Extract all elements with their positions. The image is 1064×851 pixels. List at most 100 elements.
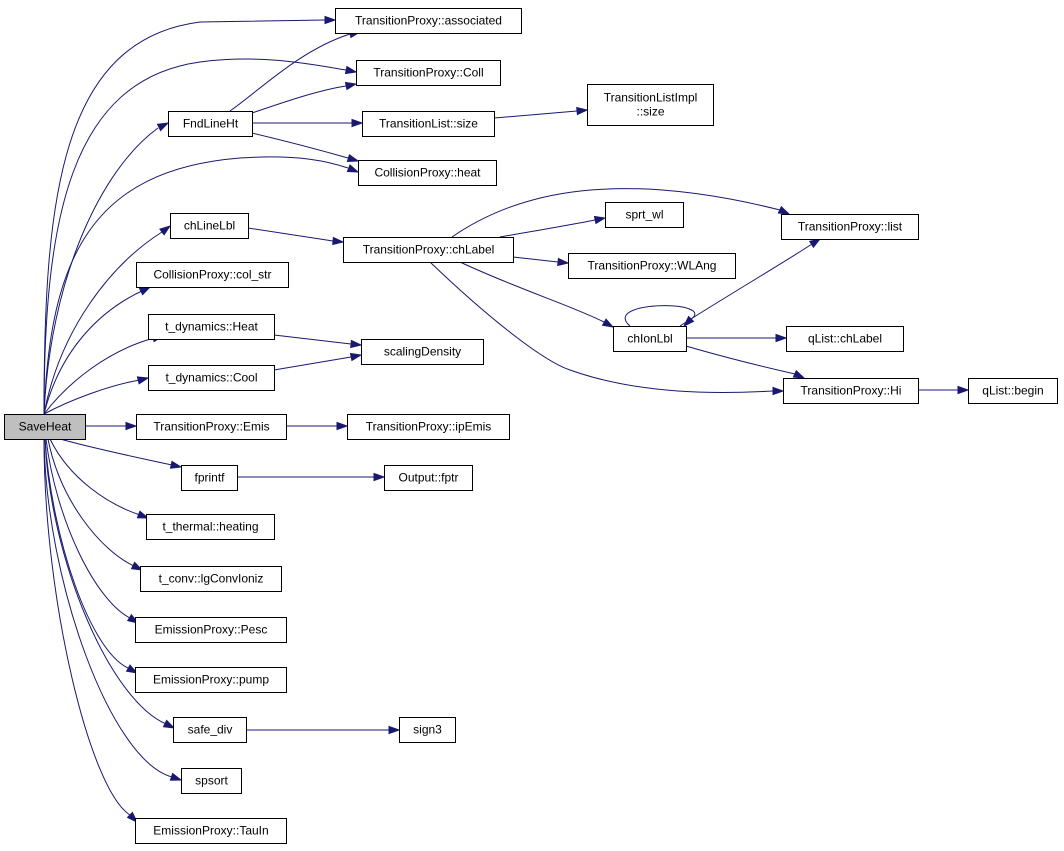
node-cpheat[interactable]: CollisionProxy::heat [358,160,497,186]
node-box[interactable] [568,253,736,279]
node-box[interactable] [783,378,919,404]
node-tlsize[interactable]: TransitionList::size [362,111,495,137]
node-label: TransitionProxy::associated [355,14,502,28]
node-box[interactable] [362,111,495,137]
node-box[interactable] [148,365,275,391]
node-assoc[interactable]: TransitionProxy::associated [335,8,522,34]
node-box[interactable] [135,617,287,643]
node-box[interactable] [148,314,275,340]
node-label: sign3 [413,723,442,737]
node-label: CollisionProxy::heat [374,166,481,180]
edge-line [229,33,351,112]
node-chionlbl[interactable]: chIonLbl [613,326,687,352]
node-fprintf[interactable]: fprintf [181,465,238,491]
node-box[interactable] [343,237,514,263]
node-eppump[interactable]: EmissionProxy::pump [135,667,287,693]
node-label: FndLineHt [183,117,239,131]
arrow-head-icon [125,421,138,431]
node-box[interactable] [613,326,687,352]
node-tlisize[interactable]: TransitionListImpl::size [587,84,714,126]
arrow-head-icon [593,215,607,225]
node-tdcool[interactable]: t_dynamics::Cool [148,365,275,391]
edge-SaveHeat-to-spsort [43,438,183,781]
node-box[interactable] [587,84,714,126]
node-tplist[interactable]: TransitionProxy::list [781,214,919,240]
node-box[interactable] [135,667,287,693]
arrow-head-icon [344,81,358,91]
node-box[interactable] [781,214,919,240]
node-tdheat[interactable]: t_dynamics::Heat [148,314,275,340]
node-box[interactable] [384,465,473,491]
node-label: SaveHeat [19,420,72,434]
node-box[interactable] [168,111,253,137]
node-sign3[interactable]: sign3 [399,717,456,743]
node-safediv[interactable]: safe_div [173,717,247,743]
node-box[interactable] [173,717,247,743]
node-box[interactable] [968,378,1058,404]
node-tpemis[interactable]: TransitionProxy::Emis [136,414,287,440]
node-box[interactable] [170,213,249,239]
node-box[interactable] [146,514,275,540]
node-box[interactable] [181,465,238,491]
arrow-head-icon [169,460,183,469]
node-spsort[interactable]: spsort [181,768,242,794]
arrow-head-icon [957,385,970,395]
node-eppesc[interactable]: EmissionProxy::Pesc [135,617,287,643]
node-outfptr[interactable]: Output::fptr [384,465,473,491]
node-label: ::size [636,105,664,119]
edge-SaveHeat-to-safediv [44,438,176,729]
node-coll[interactable]: TransitionProxy::Coll [356,60,501,86]
node-tthheat[interactable]: t_thermal::heating [146,514,275,540]
edge-line [44,438,129,669]
edge-line [273,356,352,371]
node-qlchlabel[interactable]: qList::chLabel [786,326,904,352]
node-tpchlabel[interactable]: TransitionProxy::chLabel [343,237,514,263]
node-box[interactable] [335,8,522,34]
node-box[interactable] [136,414,287,440]
node-tconv[interactable]: t_conv::lgConvIoniz [140,566,282,592]
node-colstr[interactable]: CollisionProxy::col_str [136,262,289,288]
edge-SaveHeat-to-cpheat [43,156,360,415]
node-box[interactable] [136,262,289,288]
node-box[interactable] [135,818,287,844]
node-box[interactable] [356,60,501,86]
node-SaveHeat[interactable]: SaveHeat [4,414,86,440]
node-fnd[interactable]: FndLineHt [168,111,253,137]
node-tphi[interactable]: TransitionProxy::Hi [783,378,919,404]
node-chlinelbl[interactable]: chLineLbl [170,213,249,239]
arrow-head-icon [373,472,386,482]
edge-chionlbl-to-tphi [685,345,806,379]
node-box[interactable] [181,768,242,794]
arrow-head-icon [351,118,364,128]
edge-line [451,188,781,238]
node-box[interactable] [361,339,484,365]
node-label: t_dynamics::Heat [165,320,258,334]
arrow-head-icon [324,15,337,25]
node-label: fprintf [194,471,225,485]
node-tpipemis[interactable]: TransitionProxy::ipEmis [347,414,510,440]
edge-line [247,227,334,242]
edge-tpemis-to-tpipemis [286,421,349,431]
arrow-head-icon [388,725,401,735]
node-box[interactable] [4,414,86,440]
arrow-head-icon [162,719,176,729]
node-box[interactable] [605,202,684,228]
node-box[interactable] [786,326,904,352]
node-qlbegin[interactable]: qList::begin [968,378,1058,404]
node-box[interactable] [399,717,456,743]
edge-line [43,289,145,415]
node-tpwlang[interactable]: TransitionProxy::WLAng [568,253,736,279]
node-box[interactable] [347,414,510,440]
node-box[interactable] [140,566,282,592]
node-scaling[interactable]: scalingDensity [361,339,484,365]
edge-line [43,156,349,415]
arrow-head-icon [126,811,139,824]
node-eptauin[interactable]: EmissionProxy::TauIn [135,818,287,844]
node-box[interactable] [358,160,497,186]
arrow-head-icon [601,318,615,328]
edge-line [273,334,352,345]
node-sprtwl[interactable]: sprt_wl [605,202,684,228]
edge-tpchlabel-to-tplist [451,188,791,238]
edge-tpchlabel-to-tpwlang [512,256,570,267]
call-graph-nodes: SaveHeat TransitionProxy::associatedTrans… [4,8,1058,844]
